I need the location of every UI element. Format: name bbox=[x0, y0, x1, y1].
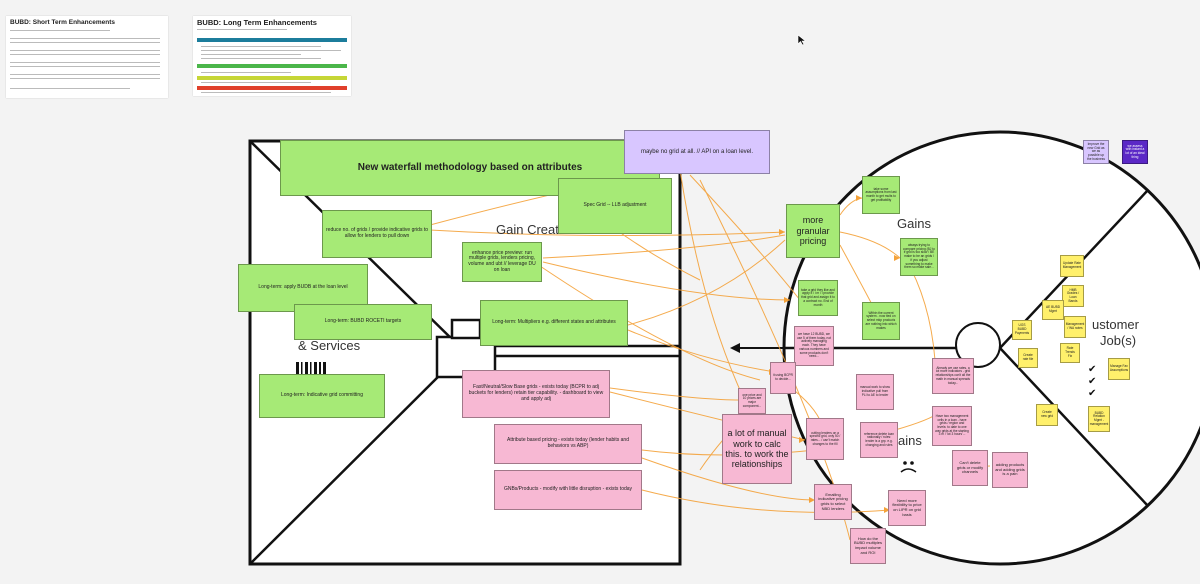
sticky-note-bubd-mgmt[interactable]: BUBD Relation Mgmt - management bbox=[1088, 406, 1110, 432]
sticky-note-ae-bubd[interactable]: AE BUBD Mgmt bbox=[1042, 300, 1064, 320]
barcode-icon bbox=[296, 362, 326, 376]
mouse-cursor-icon bbox=[797, 34, 807, 46]
gains-label: Gains bbox=[897, 216, 931, 231]
sticky-note-top-lilac[interactable]: Improve the new Grid as we as possible u… bbox=[1083, 140, 1109, 164]
sticky-note-adding-products[interactable]: adding products and adding grids is a pa… bbox=[992, 452, 1028, 488]
sticky-note-always-trying[interactable]: always trying to compare pricing (BJ to … bbox=[900, 238, 938, 276]
sticky-note-create-rate[interactable]: Create rate file bbox=[1018, 348, 1038, 368]
sticky-note-gnbs[interactable]: GNBs/Products - modify with little disru… bbox=[494, 470, 642, 510]
sticky-note-assumptions[interactable]: take some assumptions from last month to… bbox=[862, 176, 900, 214]
products-services-label: & Services bbox=[298, 338, 361, 353]
long-term-title: BUBD: Long Term Enhancements bbox=[197, 18, 317, 27]
sticky-note-how-do[interactable]: How do the BUBD multiples impact volume … bbox=[850, 528, 886, 564]
sticky-note-have-two[interactable]: Have two management cells in a loan - ha… bbox=[932, 406, 972, 446]
sticky-note-manual-work[interactable]: manual work to show indicative pull from… bbox=[856, 374, 894, 410]
sticky-note-within-current[interactable]: Within the current system - now tied on … bbox=[862, 302, 900, 340]
sticky-note-rocket-targets[interactable]: Long-term: BUBD ROCETI targets bbox=[294, 304, 432, 340]
long-term-document: BUBD: Long Term Enhancements bbox=[193, 16, 351, 96]
sticky-note-attribute-pricing[interactable]: Attribute based pricing - exists today (… bbox=[494, 424, 642, 464]
customer-jobs-label-1: ustomer bbox=[1092, 317, 1139, 332]
pains-label: ains bbox=[898, 433, 922, 448]
sticky-note-reduce-grids[interactable]: reduce no. of grids / provide indicative… bbox=[322, 210, 432, 258]
short-term-document: BUBD: Short Term Enhancements bbox=[6, 16, 168, 98]
sticky-note-ugs[interactable]: UGS BUBD Payments bbox=[1012, 320, 1032, 340]
sticky-note-price-preview[interactable]: enhance price preview: run multiple grid… bbox=[462, 242, 542, 282]
sticky-note-hmb-grid[interactable]: HMB Grades / Loan Bands bbox=[1062, 285, 1084, 307]
svg-text:✔: ✔ bbox=[1088, 364, 1096, 375]
sticky-note-waterfall[interactable]: New waterfall methodology based on attri… bbox=[280, 140, 660, 196]
sticky-note-spec-grid[interactable]: Spec Grid -- LLB adjustment bbox=[558, 178, 672, 234]
customer-jobs-label-2: Job(s) bbox=[1100, 333, 1137, 348]
sticky-note-emailing[interactable]: Emailing indicative pricing grids to sel… bbox=[814, 484, 852, 520]
sticky-note-fast-neutral[interactable]: Fast/Neutral/Slow Base grids - exists to… bbox=[462, 370, 610, 418]
sticky-note-multipliers[interactable]: Long-term: Multipliers e.g. different st… bbox=[480, 300, 628, 346]
svg-text:✔: ✔ bbox=[1088, 376, 1096, 387]
sticky-note-create-grid[interactable]: Create new grid bbox=[1036, 404, 1058, 426]
sticky-note-manage[interactable]: Manage Fav Assumptions bbox=[1108, 358, 1130, 380]
sticky-note-cutting-lenders[interactable]: cutting lenders on a specific grid, only… bbox=[806, 418, 844, 460]
sticky-note-maybe-no-grid[interactable]: maybe no grid at all. // API on a loan l… bbox=[624, 130, 770, 174]
sticky-note-reference[interactable]: reference delete loan nationally / rules… bbox=[860, 422, 898, 458]
sticky-note-one-price[interactable]: one price and 10 prices are major compon… bbox=[738, 388, 766, 414]
sticky-note-top-purple[interactable]: we assess with instant a lot of an ideal… bbox=[1122, 140, 1148, 164]
sticky-note-its-using[interactable]: it using BCPR to decide... bbox=[770, 362, 796, 394]
sticky-note-lot-of-manual[interactable]: a lot of manual work to calc this. to wo… bbox=[722, 414, 792, 484]
sticky-note-we-have-mults[interactable]: we have 12 BUBD, we use 5 of them today,… bbox=[794, 326, 834, 366]
sticky-note-already-trying[interactable]: Already we use rates, a lot more indicat… bbox=[932, 358, 974, 394]
short-term-title: BUBD: Short Term Enhancements bbox=[10, 19, 115, 26]
sticky-note-rate-trends[interactable]: Rate Trends Fix bbox=[1060, 343, 1080, 363]
svg-text:✔: ✔ bbox=[1088, 388, 1096, 399]
sticky-note-more-granular[interactable]: more granular pricing bbox=[786, 204, 840, 258]
sticky-note-need-more[interactable]: Need more flexibility to price on LIPR o… bbox=[888, 490, 926, 526]
sticky-note-take-grid[interactable]: take a grid they like and apply it / i m… bbox=[798, 280, 838, 316]
sticky-note-management[interactable]: Management / WA notes bbox=[1064, 316, 1086, 338]
sticky-note-cant-delete[interactable]: Can't delete grids or modify channels bbox=[952, 450, 988, 486]
sticky-note-indicative-committing[interactable]: Long-term: Indicative grid committing bbox=[259, 374, 385, 418]
sticky-note-rate-sheet[interactable]: Update Rate Management bbox=[1060, 255, 1084, 277]
gain-creators-label: Gain Creators bbox=[496, 222, 577, 237]
